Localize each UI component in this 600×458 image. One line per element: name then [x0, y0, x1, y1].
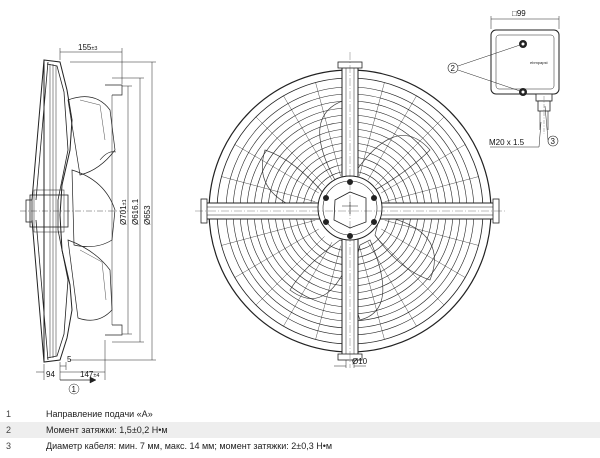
callout-3-label: 3	[551, 137, 556, 146]
dim-box-width-label: □99	[512, 9, 526, 18]
hole-dimension	[334, 360, 366, 368]
technical-drawing: 155±3 Ø701±1 Ø616.1 Ø653 5 94 147±4 1	[20, 9, 560, 395]
dim-147-label: 147±4	[80, 370, 99, 379]
dim-hole-label: Ø10	[352, 357, 368, 366]
thread-label: M20 x 1.5	[489, 138, 525, 147]
dim-d3-label: Ø653	[143, 205, 152, 225]
callout-1-label: 1	[72, 385, 77, 394]
legend-number: 1	[0, 406, 38, 422]
dim-d2-label: Ø616.1	[131, 198, 140, 225]
legend-number: 2	[0, 422, 38, 438]
side-view	[20, 59, 130, 363]
dim-94-label: 94	[46, 370, 55, 379]
side-view-labels: 155±3 Ø701±1 Ø616.1 Ø653 5 94 147±4 1	[46, 43, 152, 394]
legend-text: Направление подачи «A»	[38, 406, 600, 422]
dim-d1-label: Ø701±1	[119, 199, 128, 225]
brand-label: ebmpapst	[530, 60, 548, 65]
legend-number: 3	[0, 438, 38, 454]
legend-text: Диаметр кабеля: мин. 7 мм, макс. 14 мм; …	[38, 438, 600, 454]
side-view-dimensions	[36, 48, 156, 395]
front-view	[195, 52, 505, 368]
dim-depth-label: 155±3	[78, 43, 97, 52]
terminal-box	[447, 16, 560, 148]
callout-2-label: 2	[451, 64, 456, 73]
dim-5-label: 5	[67, 355, 72, 364]
legend-text: Момент затяжки: 1,5±0,2 Н•м	[38, 422, 600, 438]
